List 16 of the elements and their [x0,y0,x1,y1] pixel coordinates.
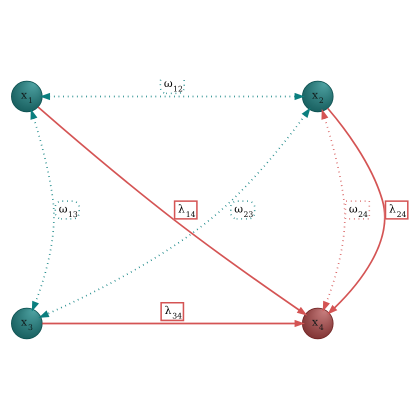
node-circle: x$_{4}$ [302,308,334,340]
edge-label: λ$_{24}$ [388,202,406,219]
node-circle: x$_{1}$ [11,80,43,112]
arrow [30,108,55,312]
edge-label: λ$_{14}$ [178,202,196,219]
node-circle: x$_{3}$ [11,308,43,340]
edge-label: λ$_{34}$ [164,304,182,321]
arrow [321,108,346,312]
edge-label: ω$_{13}$ [58,202,78,219]
edge-label: ω$_{12}$ [164,77,183,94]
arrow [327,108,386,315]
edge-label: ω$_{24}$ [348,202,368,219]
arrow [42,320,305,328]
arrow [40,92,305,100]
edge-label: ω$_{23}$ [234,202,254,219]
node-circle: x$_{2}$ [302,80,334,112]
